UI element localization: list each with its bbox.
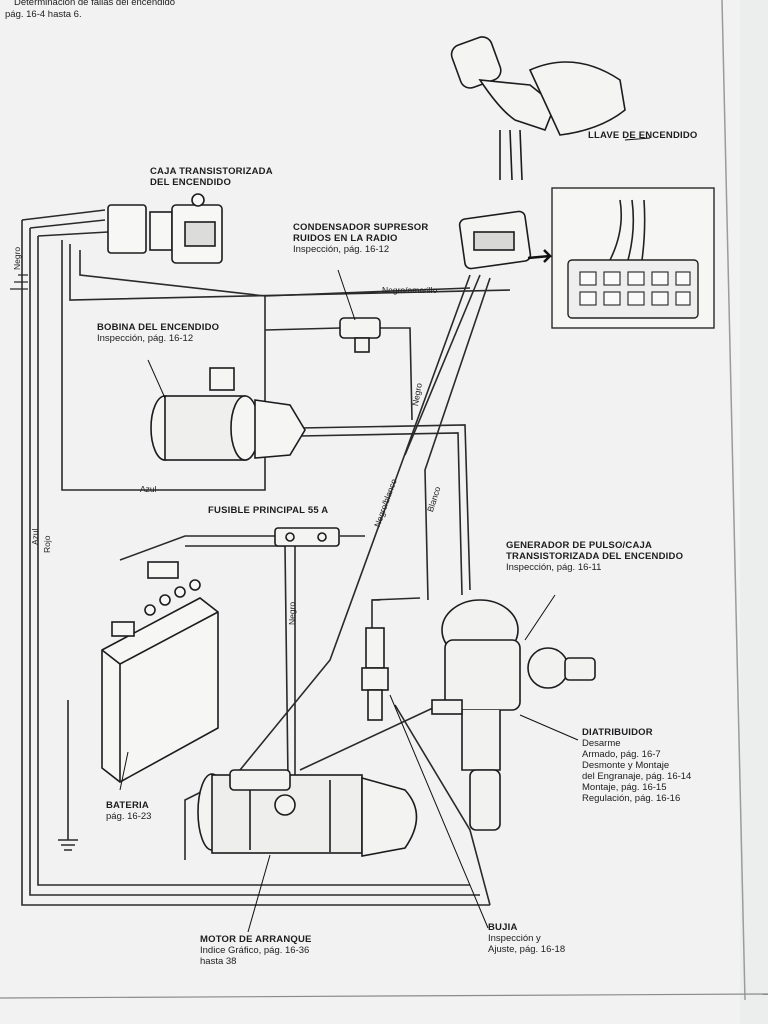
label-caja-title-2: DEL ENCENDIDO [150, 177, 232, 188]
wire-label-negro-amarillo: Negro/amarillo [382, 285, 438, 295]
label-motor-sub-2: hasta 38 [200, 956, 237, 967]
main-fuse [274, 527, 340, 547]
label-distribuidor-item: Regulación, pág. 16-16 [582, 793, 681, 804]
label-bateria-sub: pág. 16-23 [106, 811, 152, 822]
label-motor-title: MOTOR DE ARRANQUE [200, 934, 312, 945]
label-bobina-title: BOBINA DEL ENCENDIDO [97, 322, 220, 333]
label-generador-title-2: TRANSISTORIZADA DEL ENCENDIDO [506, 551, 684, 562]
label-distribuidor-item: Montaje, pág. 16-15 [582, 782, 667, 793]
label-bujia-title: BUJIA [488, 922, 518, 933]
label-bujia: BUJIA Inspección y Ajuste, pág. 16-18 [488, 922, 565, 955]
label-distribuidor: DIATRIBUIDOR Desarme Armado, pág. 16-7 D… [582, 727, 691, 804]
label-bobina: BOBINA DEL ENCENDIDO Inspección, pág. 16… [97, 322, 219, 344]
label-distribuidor-item: del Engranaje, pág. 16-14 [582, 771, 692, 782]
label-condensador-sub: Inspección, pág. 16-12 [293, 244, 390, 255]
label-bateria: BATERIA pág. 16-23 [106, 800, 151, 822]
label-motor: MOTOR DE ARRANQUE Indice Gráfico, pág. 1… [200, 934, 312, 967]
wire-label-negro-fusible: Negro [287, 601, 297, 625]
label-distribuidor-title: DIATRIBUIDOR [582, 727, 653, 738]
label-llave-title: LLAVE DE ENCENDIDO [588, 130, 698, 141]
label-bujia-sub-1: Inspección y [488, 933, 541, 944]
label-caja: CAJA TRANSISTORIZADA DEL ENCENDIDO [150, 166, 273, 188]
label-llave: LLAVE DE ENCENDIDO [588, 130, 698, 141]
switch-connector-inset [551, 187, 715, 329]
label-generador-title-1: GENERADOR DE PULSO/CAJA [506, 540, 653, 551]
label-condensador: CONDENSADOR SUPRESOR RUIDOS EN LA RADIO … [293, 222, 428, 255]
label-fusible: FUSIBLE PRINCIPAL 55 A [208, 505, 328, 516]
label-condensador-title-2: RUIDOS EN LA RADIO [293, 233, 398, 244]
wire-label-azul: Azul [140, 484, 157, 494]
ignition-coil [150, 367, 306, 461]
label-motor-sub-1: Indice Gráfico, pág. 16-36 [200, 945, 310, 956]
transistor-box [107, 193, 223, 264]
spark-plug [361, 627, 389, 721]
label-distribuidor-item: Armado, pág. 16-7 [582, 749, 661, 760]
label-bateria-title: BATERIA [106, 800, 149, 811]
header-line-1: Determinación de fallas del encendido [14, 0, 176, 8]
ignition-switch [450, 36, 626, 270]
wire-label-rojo-vertical: Rojo [42, 535, 52, 553]
label-generador: GENERADOR DE PULSO/CAJA TRANSISTORIZADA … [506, 540, 683, 573]
wire-label-azul-vertical: Azul [30, 528, 40, 545]
wire-label-negro-left: Negro [12, 246, 22, 270]
battery [101, 561, 219, 783]
label-fusible-title: FUSIBLE PRINCIPAL 55 A [208, 505, 329, 516]
label-bujia-sub-2: Ajuste, pág. 16-18 [488, 944, 566, 955]
header-line-2: pág. 16-4 hasta 6. [5, 9, 82, 20]
label-distribuidor-item: Desarme [582, 738, 621, 749]
distributor [431, 599, 596, 831]
suppressor-capacitor [339, 317, 381, 353]
label-generador-sub: Inspección, pág. 16-11 [506, 562, 602, 573]
label-distribuidor-item: Desmonte y Montaje [582, 760, 670, 771]
starter-motor [197, 769, 418, 857]
label-bobina-sub: Inspección, pág. 16-12 [97, 333, 194, 344]
label-caja-title-1: CAJA TRANSISTORIZADA [150, 166, 273, 177]
label-condensador-title-1: CONDENSADOR SUPRESOR [293, 222, 429, 233]
